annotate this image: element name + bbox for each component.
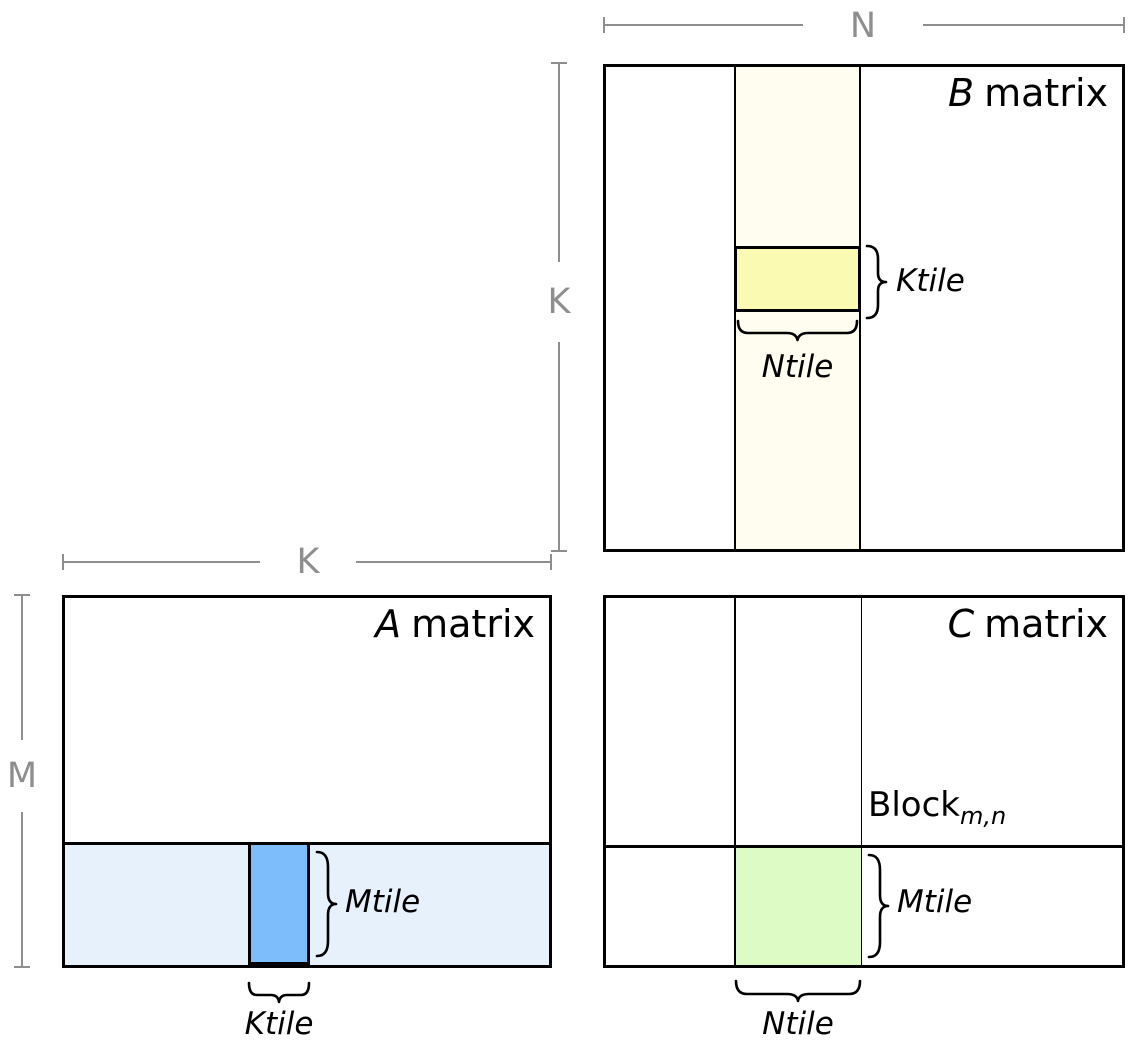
c-column-line-left <box>734 598 736 965</box>
c-column-line-right <box>860 598 862 965</box>
b-ktile-tile <box>734 246 861 312</box>
b-ntile-label: Ntile <box>761 349 834 385</box>
a-ktile-tile <box>248 842 310 965</box>
m-dimension-label: M <box>6 756 38 796</box>
k-dim-a-line-right <box>356 561 552 563</box>
c-block-label-subscript: m,n <box>959 801 1007 830</box>
k-dim-b-bottom-tick <box>551 550 567 552</box>
m-dim-bottom-tick <box>14 966 30 968</box>
a-mtile-label: Mtile <box>345 884 421 920</box>
k-dim-a-right-tick <box>550 554 552 570</box>
c-block-label-text: Block <box>868 785 960 825</box>
b-ktile-label: Ktile <box>896 263 965 299</box>
n-dimension-label: N <box>849 6 877 46</box>
k-dim-b-line-bottom <box>558 342 560 550</box>
c-matrix-title-word: matrix <box>984 602 1108 646</box>
b-matrix-title-letter: B <box>948 71 975 115</box>
k-dim-a-line-left <box>62 561 260 563</box>
m-dim-line-bottom <box>21 812 23 968</box>
a-ktile-brace <box>247 981 311 1004</box>
c-row-line <box>606 845 1122 848</box>
b-ktile-brace <box>865 244 888 320</box>
a-ktile-label: Ktile <box>244 1006 314 1042</box>
c-mtile-brace <box>867 853 890 959</box>
c-block-tile <box>734 848 862 965</box>
a-matrix-title-letter: A <box>375 602 402 646</box>
m-dim-line-top <box>21 596 23 740</box>
c-matrix-title-letter: C <box>947 602 975 646</box>
c-block-label: Blockm,n <box>868 786 1006 835</box>
k-dim-b-top-tick <box>551 62 567 64</box>
k-dimension-label-b: K <box>547 282 571 322</box>
c-ntile-label: Ntile <box>762 1006 834 1042</box>
a-matrix-title-word: matrix <box>411 602 535 646</box>
c-mtile-label: Mtile <box>897 884 973 920</box>
b-matrix-title-word: matrix <box>984 71 1108 115</box>
m-dim-top-tick <box>14 594 30 596</box>
n-dim-line-right <box>923 24 1125 26</box>
a-mtile-brace <box>315 850 338 958</box>
n-dim-line-left <box>603 24 803 26</box>
n-dim-right-tick <box>1123 17 1125 33</box>
k-dim-b-line-top <box>558 64 560 262</box>
k-dimension-label-a: K <box>296 542 320 582</box>
c-ntile-brace <box>734 979 862 1003</box>
b-ntile-brace <box>736 319 859 342</box>
